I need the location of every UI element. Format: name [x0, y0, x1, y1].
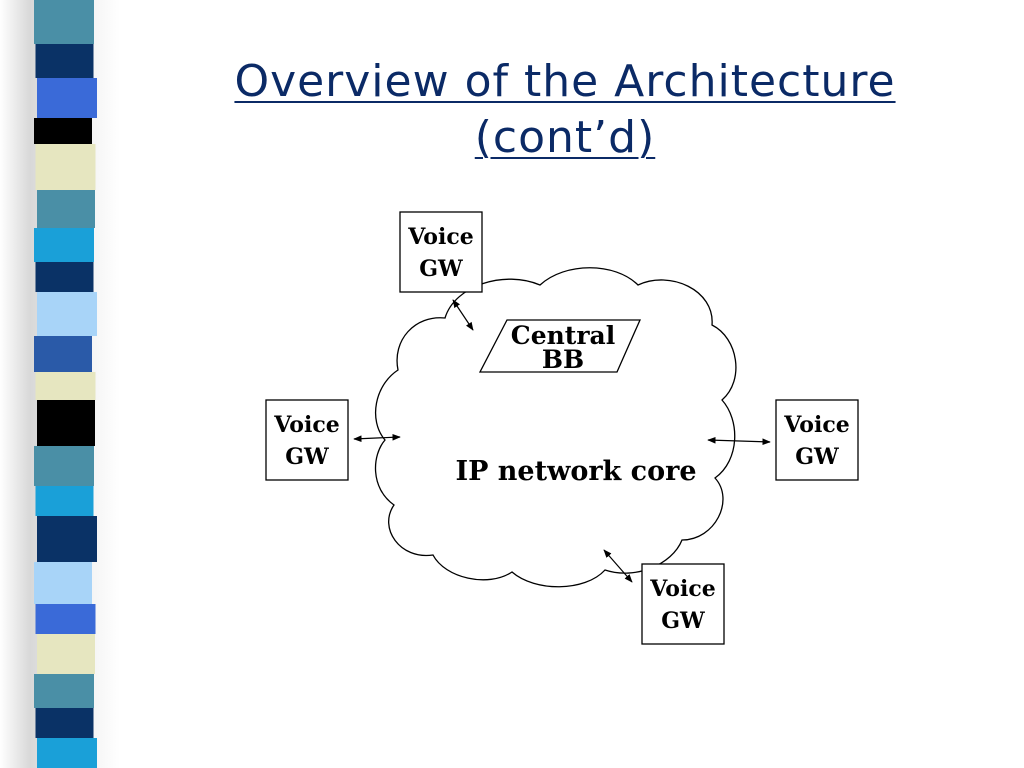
stripe-segment: [37, 516, 97, 562]
stripe-segment: [37, 78, 97, 118]
svg-text:Voice: Voice: [783, 412, 849, 438]
stripe-segment: [37, 738, 97, 768]
voice-gw-right: Voice GW: [775, 399, 859, 481]
stripe-segment: [35, 486, 94, 516]
central-bb-node: [478, 319, 641, 373]
stripe-segment: [35, 44, 94, 78]
voice-gw-bottom: Voice GW: [641, 563, 725, 645]
central-bb-label-line1: Central: [511, 321, 615, 350]
stripe-segment: [34, 674, 94, 708]
stripe-segment: [34, 0, 94, 44]
arrow-bottom-gw: [603, 549, 633, 583]
stripe-segment: [37, 292, 97, 336]
title-line-2: (cont’d): [474, 112, 656, 163]
svg-text:GW: GW: [419, 256, 463, 282]
stripe-segment: [35, 604, 96, 634]
voice-gw-top: Voice GW: [399, 211, 483, 293]
svg-text:Voice: Voice: [407, 224, 473, 250]
ip-network-cloud: [374, 267, 737, 588]
stripe-segment: [35, 144, 96, 190]
svg-text:GW: GW: [795, 444, 839, 470]
central-bb-label-line2: BB: [542, 345, 584, 374]
stripe-segment: [34, 228, 94, 262]
stripe-segment: [35, 372, 96, 400]
stripe-segment: [34, 446, 94, 486]
stripe-segment: [34, 562, 92, 604]
stripe-segment: [35, 708, 94, 738]
stripe-segment: [35, 262, 94, 292]
slide-title: Overview of the Architecture (cont’d): [160, 54, 970, 166]
stripe-segment: [37, 634, 95, 674]
svg-text:GW: GW: [285, 444, 329, 470]
stripe-segment: [34, 336, 92, 372]
arrow-right-gw: [707, 436, 771, 446]
decorative-stripe-bar: [0, 0, 120, 768]
cloud-label: IP network core: [455, 456, 696, 487]
voice-gw-left: Voice GW: [265, 399, 349, 481]
svg-text:Voice: Voice: [649, 576, 715, 602]
stripe-segment: [34, 118, 92, 144]
svg-text:GW: GW: [661, 608, 705, 634]
stripe-segment: [37, 400, 95, 446]
stripe-segment: [37, 190, 95, 228]
title-line-1: Overview of the Architecture: [234, 56, 896, 107]
svg-text:Voice: Voice: [273, 412, 339, 438]
arrow-top-gw: [452, 299, 474, 331]
arrow-left-gw: [353, 433, 401, 443]
